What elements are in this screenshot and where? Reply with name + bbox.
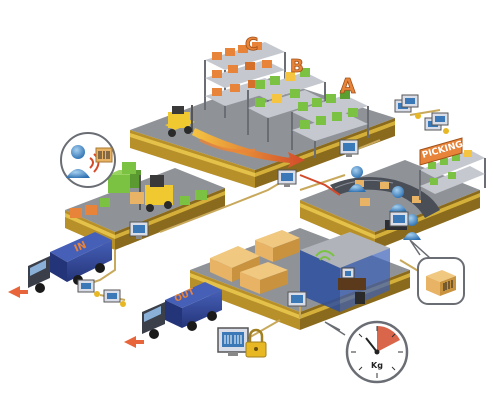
person-icon bbox=[71, 145, 85, 159]
storage-flow-arrow bbox=[192, 128, 305, 168]
red-flow-line bbox=[299, 174, 341, 196]
scale-unit-label: Kg bbox=[371, 361, 383, 370]
monitor-shipping bbox=[287, 291, 307, 307]
person-icon bbox=[392, 186, 404, 198]
pallet-stacks bbox=[210, 230, 300, 294]
inbound-arrow-icon bbox=[8, 286, 28, 298]
monitor-receiving bbox=[129, 221, 149, 239]
picking-workers bbox=[348, 166, 421, 240]
outbound-arrow-icon bbox=[124, 336, 144, 348]
picking-rack bbox=[419, 150, 486, 200]
monitor-pair-bottom-left bbox=[77, 279, 126, 307]
storage-flow-arrow-2 bbox=[199, 138, 256, 153]
inbound-truck: IN bbox=[8, 232, 112, 298]
storage-forklift bbox=[165, 105, 195, 137]
lock-icon bbox=[443, 128, 449, 134]
barcode-box-bubble bbox=[409, 239, 465, 305]
monitor-center bbox=[277, 169, 297, 187]
box-icon bbox=[426, 270, 456, 282]
aisle-b-sign: B bbox=[290, 56, 304, 77]
scale-gauge: Kg bbox=[324, 320, 409, 384]
rfid-scan-bubble bbox=[60, 132, 116, 188]
inbound-truck-label: IN bbox=[73, 240, 89, 255]
scale-needle bbox=[365, 337, 378, 353]
outbound-truck: OUT bbox=[124, 282, 222, 348]
shipping-office bbox=[300, 232, 390, 312]
lock-icon bbox=[415, 113, 421, 119]
storage-racks: A B C bbox=[204, 34, 369, 158]
receiving-forklift bbox=[130, 175, 173, 212]
monitor-stack-top-right bbox=[394, 94, 449, 134]
lock-icon bbox=[94, 291, 100, 297]
receiving-boxes bbox=[70, 162, 207, 218]
person-icon bbox=[406, 214, 418, 226]
rack-b bbox=[247, 68, 326, 142]
person-icon bbox=[351, 166, 363, 178]
monitor-picking bbox=[389, 211, 409, 227]
aisle-c-sign: C bbox=[245, 34, 258, 55]
aisle-a-sign: A bbox=[340, 74, 356, 98]
monitor-storage bbox=[339, 139, 359, 157]
rack-a bbox=[291, 90, 369, 158]
lock-icon bbox=[120, 301, 126, 307]
rack-c bbox=[204, 42, 286, 118]
secure-terminal bbox=[217, 327, 267, 358]
padlock-icon bbox=[245, 328, 267, 358]
